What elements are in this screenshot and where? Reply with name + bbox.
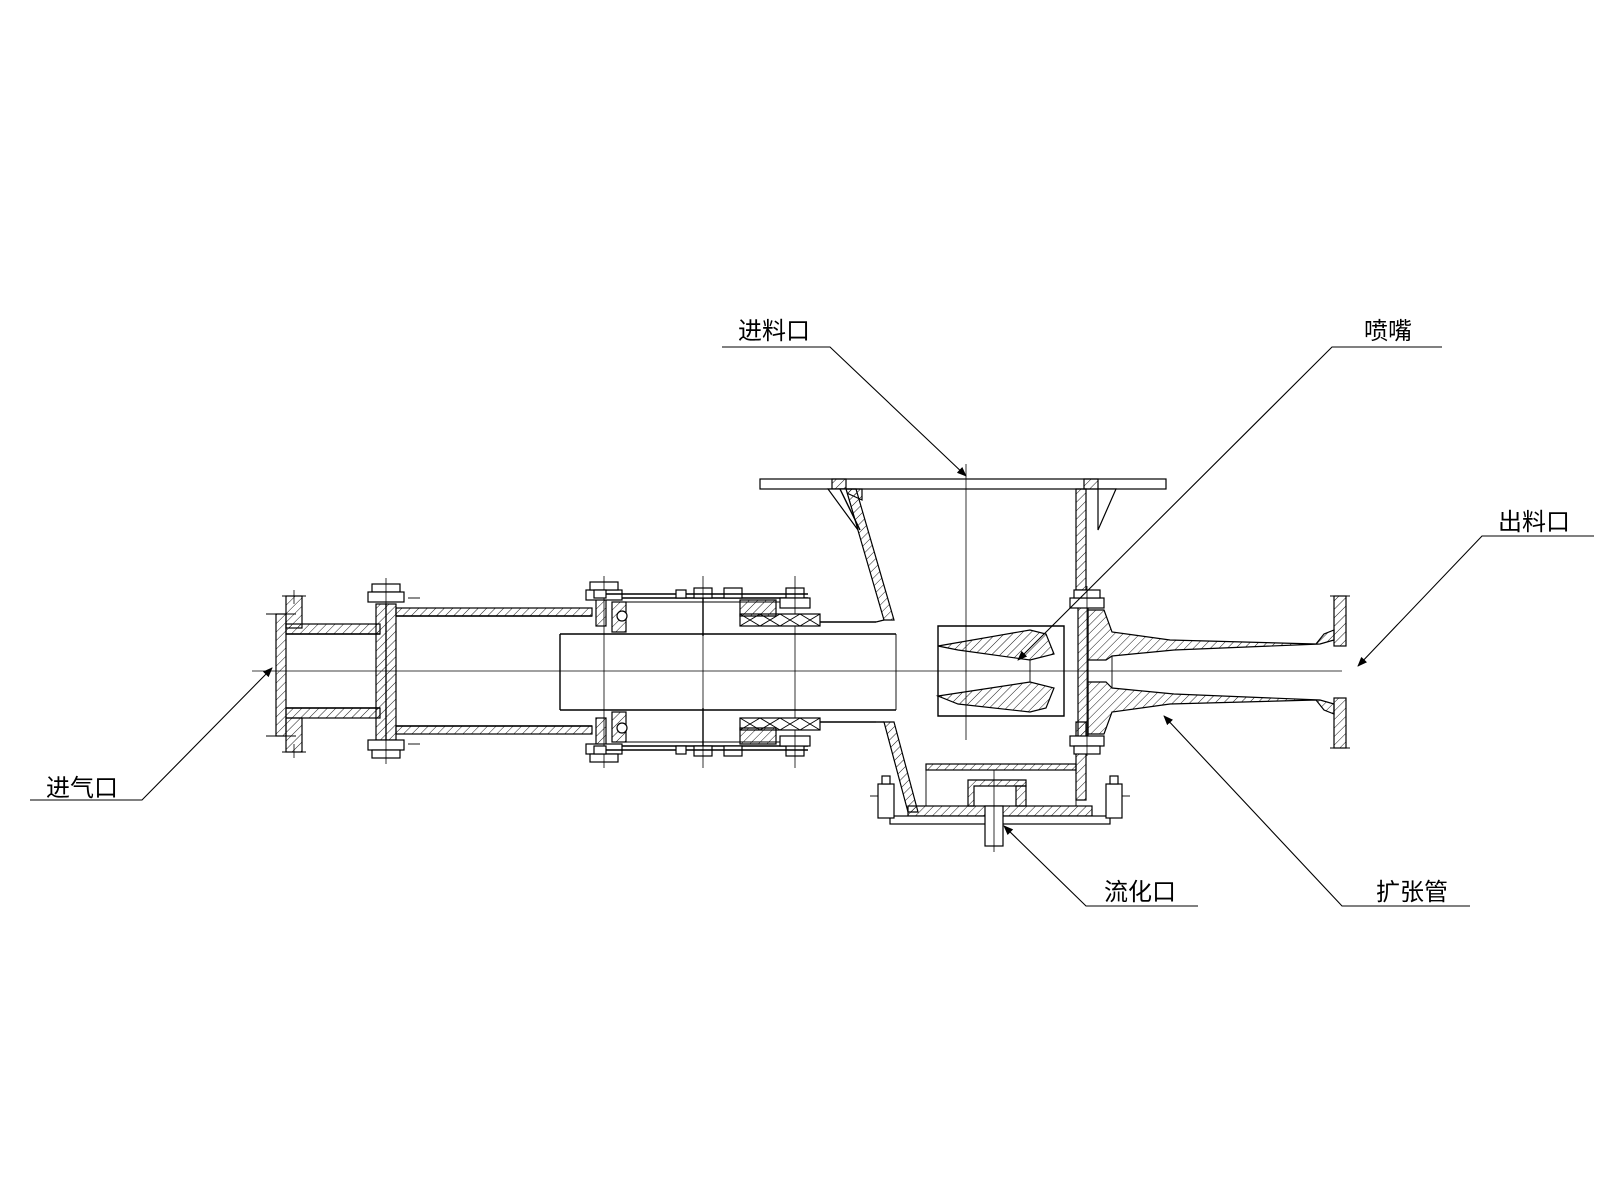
label-diffuser: 扩张管 <box>1376 878 1448 906</box>
label-outlet: 出料口 <box>1498 508 1570 536</box>
inner-nozzle-pipe <box>559 633 897 711</box>
fluidizing-bottom <box>870 763 1130 852</box>
label-air-inlet: 进气口 <box>46 774 118 802</box>
bolt-rows <box>593 589 808 755</box>
leader-lines <box>30 346 1594 907</box>
air-inlet-flange <box>266 590 306 758</box>
middle-flanges <box>693 576 811 768</box>
air-chamber-pipe <box>395 607 593 735</box>
diffuser-tube <box>1087 595 1350 749</box>
diffuser-flange <box>1069 586 1105 756</box>
label-fluidizing-port: 流化口 <box>1104 878 1176 906</box>
feed-hopper <box>759 478 1167 621</box>
air-chamber-flange <box>367 578 420 764</box>
chamber-socket <box>739 599 777 745</box>
label-feed-inlet: 进料口 <box>738 317 810 345</box>
label-nozzle: 喷嘴 <box>1364 317 1412 345</box>
seal-rings <box>739 613 876 731</box>
nozzle <box>935 625 1065 717</box>
